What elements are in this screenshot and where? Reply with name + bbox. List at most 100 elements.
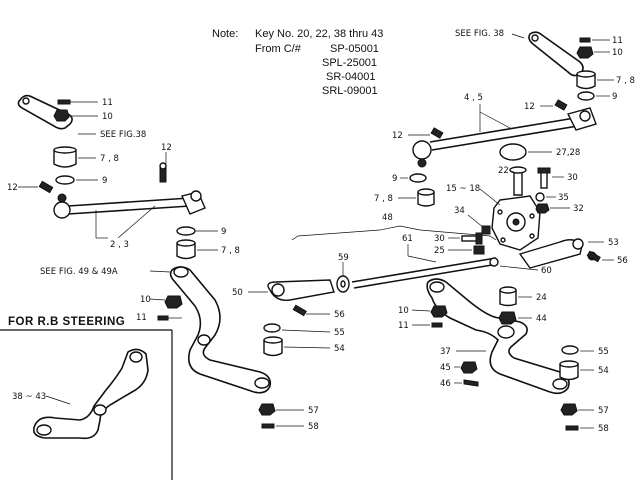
callout-44: 44	[536, 314, 547, 324]
callout-30-b: 30	[434, 234, 445, 244]
cotter-pin-58-b	[565, 425, 579, 431]
callout-56-b: 56	[617, 256, 628, 266]
ctr-grease-nipple	[430, 127, 444, 139]
right-cotter-pin	[579, 37, 591, 43]
right-idler-arm	[426, 278, 570, 395]
callout-45: 45	[440, 363, 451, 373]
callout-46: 46	[440, 379, 451, 389]
cotter-pin-46	[463, 379, 479, 387]
callout-7-8-left: 7 , 8	[100, 154, 119, 164]
clip-ring-55-b	[561, 345, 579, 355]
callout-30-a: 30	[567, 173, 578, 183]
callout-50: 50	[232, 288, 243, 298]
callout-10-b: 10	[140, 295, 151, 305]
rb-steering-box: FOR R.B STEERING 38 ~ 43	[0, 316, 173, 480]
right-pitman-arm	[528, 31, 584, 77]
callout-4-5: 4 , 5	[464, 93, 483, 103]
washer-35	[535, 192, 545, 202]
nut-44	[498, 311, 517, 325]
callout-57-a: 57	[308, 406, 319, 416]
callout-56-a: 56	[334, 310, 345, 320]
ctr-dust-boot	[417, 188, 435, 207]
left-side-rod	[53, 190, 206, 219]
left-nut-b	[164, 295, 183, 309]
callout-11-b: 11	[136, 313, 147, 323]
note-serial-4: SRL-09001	[322, 85, 378, 97]
note-serial-1: SP-05001	[330, 43, 379, 55]
nut-32	[535, 203, 550, 214]
left-pitman-arm	[17, 94, 73, 130]
rb-box-title: FOR R.B STEERING	[8, 316, 125, 328]
callout-53: 53	[608, 238, 619, 248]
callout-10-right: 10	[612, 48, 623, 58]
callout-12-right: 12	[524, 102, 535, 112]
right-clip-ring	[577, 91, 595, 101]
boot-54-a	[263, 336, 283, 357]
callout-9-right: 9	[612, 92, 617, 102]
drag-link-left	[267, 279, 335, 301]
note-serial-3: SR-04001	[326, 71, 376, 83]
nut-icon	[53, 109, 70, 122]
part-34	[481, 225, 491, 235]
cotter-pin-icon	[57, 99, 71, 105]
callout-25: 25	[434, 246, 445, 256]
callout-57-b: 57	[598, 406, 609, 416]
part-25	[473, 245, 485, 255]
left-cotter-pin-b	[157, 315, 169, 321]
left-grease-nipple-mid	[159, 162, 167, 183]
cotter-pin-58-a	[261, 423, 275, 429]
callout-12-mid: 12	[161, 143, 172, 153]
callout-2-3: 2 , 3	[110, 240, 129, 250]
clamp-59	[336, 275, 350, 293]
callout-58-b: 58	[598, 424, 609, 434]
left-clip-ring-b	[176, 226, 196, 236]
callout-10-left: 10	[102, 112, 113, 122]
callout-34: 34	[454, 206, 465, 216]
callout-32: 32	[573, 204, 584, 214]
grease-nipple-56-b	[586, 250, 601, 263]
right-grease-nipple	[554, 99, 568, 111]
callout-35: 35	[558, 193, 569, 203]
callout-54-b: 54	[598, 366, 609, 376]
callout-27-28: 27,28	[556, 148, 580, 158]
ctr-clip-ring	[409, 173, 427, 183]
callout-59: 59	[338, 253, 349, 263]
callout-9-ctr: 9	[392, 174, 397, 184]
left-dust-boot	[53, 146, 77, 168]
callout-55-a: 55	[334, 328, 345, 338]
callout-9-b: 9	[221, 227, 226, 237]
callout-9-left: 9	[102, 176, 107, 186]
nut-57-b	[560, 403, 578, 416]
nut-57-a	[258, 403, 276, 416]
callout-15-18: 15 ~ 18	[446, 184, 480, 194]
steering-gear-box	[491, 166, 541, 251]
grease-nipple-56-a	[292, 304, 307, 317]
see-fig-49: SEE FIG. 49 & 49A	[40, 267, 118, 277]
left-grease-nipple	[38, 180, 54, 194]
callout-55-b: 55	[598, 347, 609, 357]
callout-10-c: 10	[398, 306, 409, 316]
bush-24	[499, 286, 517, 307]
callout-48: 48	[382, 213, 393, 223]
see-fig-38-left: SEE FIG.38	[100, 130, 146, 140]
nut-60	[489, 257, 499, 267]
left-idler-arm	[169, 266, 272, 394]
callout-12-ctr: 12	[392, 131, 403, 141]
callout-37: 37	[440, 347, 451, 357]
drag-link-right	[518, 238, 597, 269]
note-heading: Note:	[212, 28, 238, 40]
note-from-label: From C/#	[255, 43, 302, 55]
nut-10-c	[430, 305, 448, 318]
left-dust-boot-b	[176, 239, 196, 260]
right-side-rod	[412, 107, 597, 168]
callout-61: 61	[402, 234, 413, 244]
callout-22: 22	[498, 166, 509, 176]
callout-11-right: 11	[612, 36, 623, 46]
callout-11-left: 11	[102, 98, 113, 108]
callout-11-c: 11	[398, 321, 409, 331]
center-adjusting-rod	[351, 257, 499, 289]
see-fig-38-right: SEE FIG. 38	[455, 29, 504, 39]
clip-ring-55-a	[263, 323, 281, 333]
callout-12-left: 12	[7, 183, 18, 193]
